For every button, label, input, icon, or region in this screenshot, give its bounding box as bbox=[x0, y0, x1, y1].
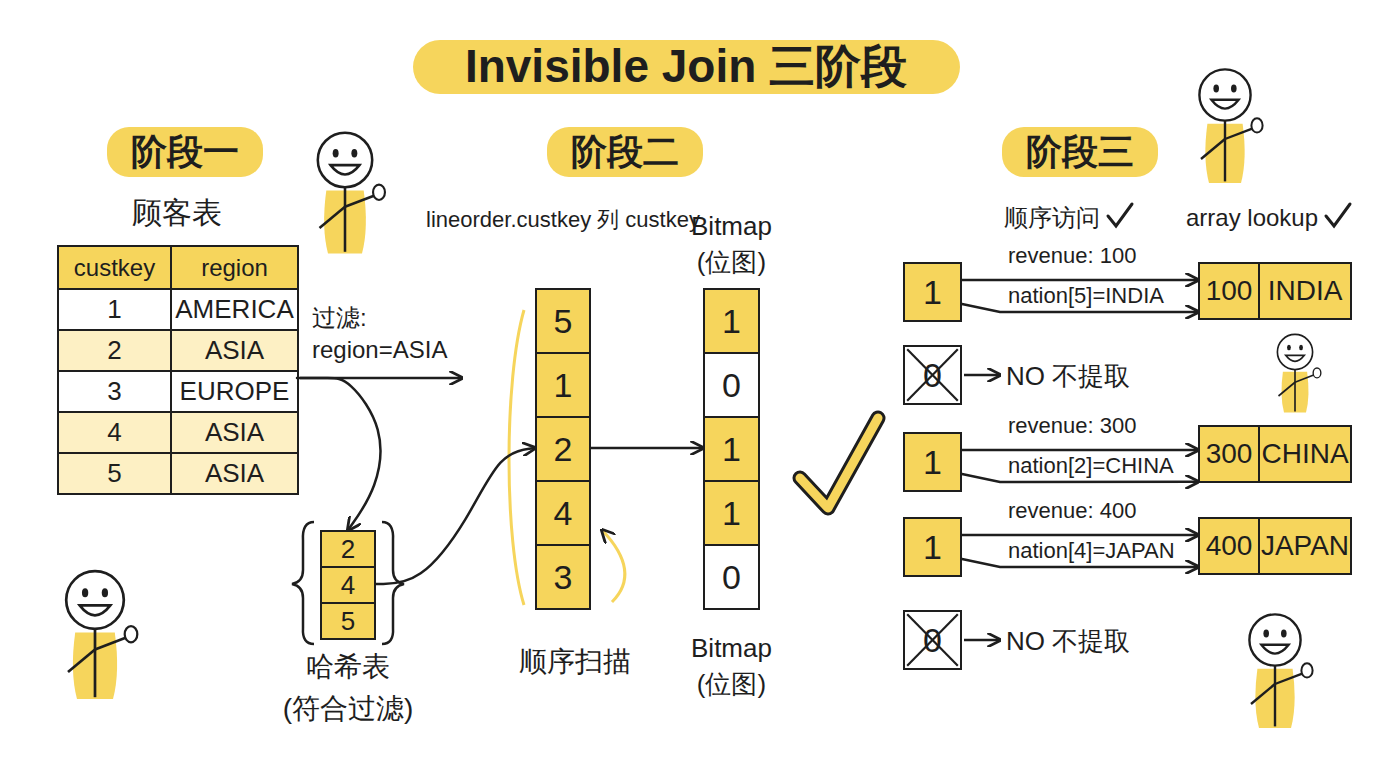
diagram-title: Invisible Join 三阶段 bbox=[465, 36, 907, 98]
bit-value: 1 bbox=[905, 434, 960, 490]
result-row: 100INDIA bbox=[1198, 262, 1352, 320]
table-cell: 5 bbox=[57, 452, 172, 495]
table-title: 顾客表 bbox=[37, 193, 317, 234]
skipped-bit: 0 bbox=[903, 345, 962, 405]
stage-heading: 阶段二 bbox=[571, 128, 679, 177]
bit-value: 0 bbox=[905, 347, 960, 403]
column-value: 1 bbox=[535, 352, 591, 418]
stage-highlight bbox=[107, 127, 263, 177]
table-cell: ASIA bbox=[170, 329, 299, 372]
column-value: 4 bbox=[535, 480, 591, 546]
checkmark bbox=[800, 418, 878, 508]
nation-value: JAPAN bbox=[1258, 517, 1352, 575]
checkmark bbox=[1108, 204, 1132, 226]
stick-figure bbox=[1249, 614, 1312, 728]
bit-value: 1 bbox=[905, 519, 960, 575]
table-cell: region bbox=[170, 245, 299, 290]
bitmap-bit: 1 bbox=[703, 480, 760, 546]
result-row: 400JAPAN bbox=[1198, 517, 1352, 575]
edge-label: nation[5]=INDIA bbox=[1008, 281, 1164, 311]
skipped-bit: 0 bbox=[903, 610, 962, 670]
column-value: 3 bbox=[535, 544, 591, 610]
connector-arrow bbox=[962, 534, 1198, 537]
stick-figure bbox=[1277, 334, 1320, 412]
checkmark bbox=[800, 418, 878, 508]
connector-arrow bbox=[962, 449, 1198, 452]
edge-label: revenue: 400 bbox=[1008, 496, 1136, 526]
edge-label: nation[4]=JAPAN bbox=[1008, 536, 1175, 566]
revenue-value: 400 bbox=[1198, 517, 1260, 575]
scan-note: 顺序扫描 bbox=[519, 643, 631, 681]
nation-value: CHINA bbox=[1258, 425, 1352, 483]
access-note: array lookup bbox=[1186, 204, 1318, 232]
column-caption: Bitmap (位图) bbox=[662, 630, 802, 703]
bitmap-bit: 1 bbox=[703, 416, 760, 482]
bitmap-bit: 0 bbox=[703, 352, 760, 418]
skip-note: NO 不提取 bbox=[1006, 359, 1130, 394]
stick-figure bbox=[1199, 69, 1262, 183]
table-cell: custkey bbox=[57, 245, 172, 290]
filter-arrow bbox=[300, 377, 462, 380]
connector-arrow bbox=[297, 378, 380, 530]
scan-arrow bbox=[602, 530, 625, 602]
bitmap-column: Bitmap (位图)10110Bitmap (位图) bbox=[703, 288, 760, 608]
connector-arrow bbox=[376, 448, 535, 584]
revenue-value: 100 bbox=[1198, 262, 1260, 320]
scan-bracket bbox=[509, 310, 524, 605]
table-cell: ASIA bbox=[170, 411, 299, 454]
table-cell: 1 bbox=[57, 288, 172, 331]
skip-arrow bbox=[964, 374, 1000, 377]
table-cell: 3 bbox=[57, 370, 172, 413]
table-cell: ASIA bbox=[170, 452, 299, 495]
stage-highlight bbox=[547, 127, 703, 177]
column-caption: 哈希表 (符合过滤) bbox=[273, 646, 423, 730]
nation-value: INDIA bbox=[1258, 262, 1352, 320]
edge-label: revenue: 100 bbox=[1008, 241, 1136, 271]
stage-heading: 阶段一 bbox=[131, 128, 239, 177]
hash-entry: 4 bbox=[320, 566, 376, 604]
column-value: 2 bbox=[535, 416, 591, 482]
table-cell: 4 bbox=[57, 411, 172, 454]
column-value: 5 bbox=[535, 288, 591, 354]
skip-arrow bbox=[964, 639, 1000, 642]
customer-table: 顾客表custkeyregion1AMERICA2ASIA3EUROPE4ASI… bbox=[57, 245, 297, 493]
bitmap-bit: 1 bbox=[703, 288, 760, 354]
stage-heading: 阶段三 bbox=[1026, 128, 1134, 177]
revenue-value: 300 bbox=[1198, 425, 1260, 483]
access-note: 顺序访问 bbox=[1004, 202, 1100, 234]
curly-brace bbox=[292, 522, 314, 644]
column-caption: Bitmap (位图) bbox=[662, 208, 802, 281]
hash-entry: 2 bbox=[320, 530, 376, 568]
edge-label: revenue: 300 bbox=[1008, 411, 1136, 441]
column-caption: lineorder.custkey 列 custkey bbox=[413, 204, 713, 236]
match-bit: 1 bbox=[903, 432, 962, 492]
connector-arrow bbox=[962, 279, 1198, 282]
skip-note: NO 不提取 bbox=[1006, 624, 1130, 659]
checkmark bbox=[1326, 204, 1350, 226]
table-cell: AMERICA bbox=[170, 288, 299, 331]
hash-table: 245哈希表 (符合过滤) bbox=[320, 530, 376, 638]
bitmap-bit: 0 bbox=[703, 544, 760, 610]
match-bit: 1 bbox=[903, 517, 962, 577]
bit-value: 0 bbox=[905, 612, 960, 668]
stage-highlight bbox=[1002, 127, 1158, 177]
table-cell: 2 bbox=[57, 329, 172, 372]
curly-brace bbox=[382, 522, 404, 644]
table-cell: EUROPE bbox=[170, 370, 299, 413]
stick-figure bbox=[318, 133, 385, 254]
hash-entry: 5 bbox=[320, 602, 376, 640]
edge-label: nation[2]=CHINA bbox=[1008, 451, 1174, 481]
match-bit: 1 bbox=[903, 262, 962, 322]
custkey-column: lineorder.custkey 列 custkey51243 bbox=[535, 288, 591, 608]
edge-label: 过滤: region=ASIA bbox=[312, 302, 487, 367]
connector-arrow bbox=[591, 447, 703, 450]
bit-value: 1 bbox=[905, 264, 960, 320]
result-row: 300CHINA bbox=[1198, 425, 1352, 483]
stick-figure bbox=[66, 571, 137, 699]
